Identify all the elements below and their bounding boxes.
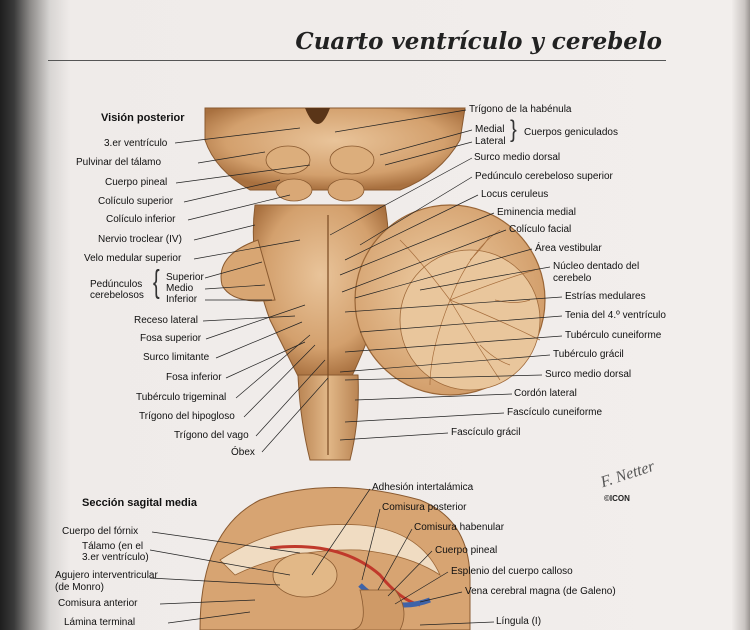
label-splenium: Esplenio del cuerpo calloso xyxy=(451,566,573,577)
label-posterior-commissure: Comisura posterior xyxy=(382,502,467,513)
label-gracile-tubercle: Tubérculo grácil xyxy=(553,349,624,360)
label-vestibular-area: Área vestibular xyxy=(535,243,602,254)
posterior-left-leaders xyxy=(174,127,329,453)
label-locus-ceruleus: Locus ceruleus xyxy=(481,189,549,200)
label-thalamus-1: Tálamo (en el xyxy=(82,541,144,552)
label-lateral-funiculus: Cordón lateral xyxy=(514,388,577,399)
colliculus-right-inferior xyxy=(327,178,365,202)
label-trigeminal-tubercle: Tubérculo trigeminal xyxy=(136,392,227,403)
label-pineal-body-sagittal: Cuerpo pineal xyxy=(435,545,498,556)
thalamus xyxy=(272,552,338,598)
label-dorsal-median-sulcus-upper: Surco medio dorsal xyxy=(474,152,561,163)
label-superior-colliculus: Colículo superior xyxy=(98,196,174,207)
label-obex: Óbex xyxy=(231,447,255,458)
label-interthalamic-adhesion: Adhesión intertalámica xyxy=(372,482,474,493)
label-inferior-colliculus: Colículo inferior xyxy=(106,214,176,225)
label-peduncle-superior: Superior xyxy=(166,272,204,283)
geniculate-brace: { xyxy=(510,116,517,144)
sagittal-left-leaders xyxy=(149,531,301,624)
label-vagal-trigone: Trígono del vago xyxy=(174,430,249,441)
label-great-cerebral-vein: Vena cerebral magna (de Galeno) xyxy=(465,586,616,597)
colliculus-right-superior xyxy=(329,145,375,175)
colliculus-left-inferior xyxy=(275,178,313,202)
label-dorsal-median-sulcus-lower: Surco medio dorsal xyxy=(545,369,632,380)
label-taenia-fourth-ventricle: Tenia del 4.º ventrículo xyxy=(565,310,666,321)
label-inferior-fovea: Fosa inferior xyxy=(166,372,222,383)
page-right-edge xyxy=(732,0,750,630)
label-peduncles-group-2: cerebelosos xyxy=(90,290,144,301)
page-title: Cuarto ventrículo y cerebelo xyxy=(295,28,662,55)
left-cerebellar-peduncle xyxy=(220,239,276,302)
label-geniculate-medial: Medial xyxy=(475,124,505,135)
label-lamina-terminalis: Lámina terminal xyxy=(64,617,136,628)
label-trochlear-nerve: Nervio troclear (IV) xyxy=(98,234,182,245)
label-pineal-body: Cuerpo pineal xyxy=(105,177,168,188)
publisher-logo: ©ICON xyxy=(604,494,630,503)
label-superior-fovea: Fosa superior xyxy=(140,333,202,344)
label-interventricular-foramen-2: (de Monro) xyxy=(55,582,104,593)
label-superior-medullary-velum: Velo medular superior xyxy=(84,253,182,264)
third-ventricle-notch xyxy=(305,108,330,124)
label-pulvinar: Pulvinar del tálamo xyxy=(76,157,162,168)
label-peduncle-inferior: Inferior xyxy=(166,294,198,305)
label-cuneate-tubercle: Tubérculo cuneiforme xyxy=(565,330,662,341)
label-peduncles-group-1: Pedúnculos xyxy=(90,279,143,290)
label-facial-colliculus: Colículo facial xyxy=(509,224,572,235)
diencephalon-shape xyxy=(204,107,466,191)
cerebellum-lower-lobe xyxy=(399,249,541,391)
label-habenular-trigone: Trígono de la habénula xyxy=(469,104,572,115)
label-geniculate-lateral: Lateral xyxy=(475,136,506,147)
label-lateral-recess: Receso lateral xyxy=(134,315,198,326)
label-medial-eminence: Eminencia medial xyxy=(497,207,576,218)
label-fornix-body: Cuerpo del fórnix xyxy=(62,526,139,537)
label-thalamus-2: 3.er ventrículo) xyxy=(82,552,149,563)
colliculus-left-superior xyxy=(265,145,311,175)
title-rule xyxy=(48,60,666,61)
label-anterior-commissure: Comisura anterior xyxy=(58,598,138,609)
label-geniculate-bodies: Cuerpos geniculados xyxy=(524,127,618,138)
label-third-ventricle: 3.er ventrículo xyxy=(104,138,168,149)
label-lingula: Língula (I) xyxy=(496,616,542,627)
sagittal-right-leaders xyxy=(311,488,495,626)
peduncles-brace: { xyxy=(153,265,160,301)
label-interventricular-foramen-1: Agujero interventricular xyxy=(55,570,158,581)
label-dentate-nucleus-1: Núcleo dentado del xyxy=(553,261,640,272)
brainstem-sagittal xyxy=(349,589,405,630)
posterior-right-leaders xyxy=(329,109,563,441)
sagittal-section-heading: Sección sagital media xyxy=(82,497,197,509)
vein-red xyxy=(269,545,421,607)
posterior-view-heading: Visión posterior xyxy=(101,112,185,124)
label-habenular-commissure: Comisura habenular xyxy=(414,522,505,533)
sagittal-hemisphere xyxy=(199,487,471,630)
label-medullary-striae: Estrías medulares xyxy=(565,291,646,302)
label-gracile-fasciculus: Fascículo grácil xyxy=(451,427,521,438)
label-peduncle-middle: Medio xyxy=(166,283,194,294)
label-superior-cerebellar-peduncle: Pedúnculo cerebeloso superior xyxy=(475,171,613,182)
label-hypoglossal-trigone: Trígono del hipogloso xyxy=(139,411,235,422)
label-sulcus-limitans: Surco limitante xyxy=(143,352,210,363)
label-dentate-nucleus-2: cerebelo xyxy=(553,273,592,284)
label-cuneate-fasciculus: Fascículo cuneiforme xyxy=(507,407,603,418)
